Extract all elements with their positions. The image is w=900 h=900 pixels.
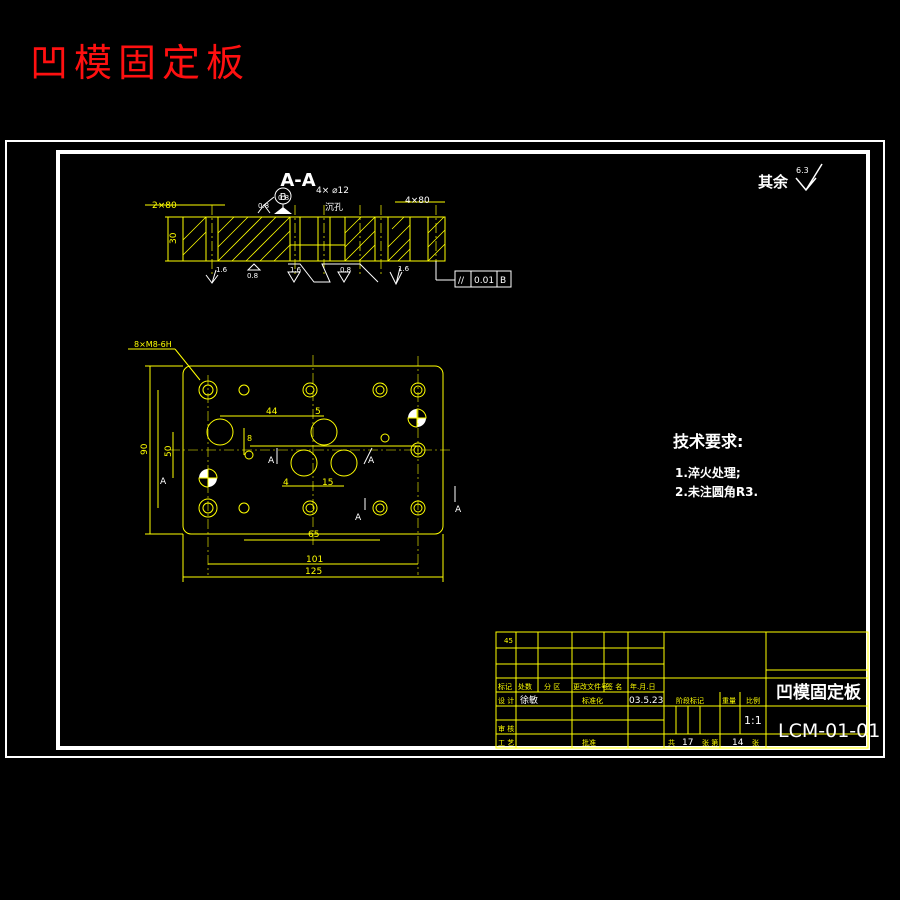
inner-border (56, 150, 870, 750)
section-mark-4: A (355, 513, 362, 523)
counterbore-label: 沉孔 (325, 202, 343, 213)
roughness-5: 1.6 (216, 266, 228, 274)
tech-requirements: 技术要求: 1.淬火处理; 2.未注圆角R3. (673, 432, 758, 499)
hatch (182, 216, 446, 262)
die-holes (206, 418, 358, 477)
other-roughness-icon (795, 163, 823, 192)
tb-process-label: 工 艺 (498, 739, 514, 747)
dim-4x80: 4×80 (405, 196, 430, 206)
tb-h1: 标记 (498, 682, 512, 691)
roughness-7: 0.8 (278, 194, 289, 202)
dim-125: 125 (305, 567, 322, 577)
tb-weight-label: 重量 (722, 697, 736, 705)
dim-90: 90 (140, 443, 150, 455)
other-roughness-value: 6.3 (796, 166, 809, 175)
tb-h5: 签 名 (606, 682, 622, 691)
tb-sheet-suffix: 张 (752, 738, 759, 747)
roughness-1: 0.8 (258, 202, 269, 210)
tb-standard-label: 标准化 (582, 696, 603, 705)
section-mark-2: A (268, 456, 275, 466)
roughness-4: 0.8 (340, 266, 351, 274)
tb-top-cell: 45 (504, 637, 513, 645)
dim-4x12: 4× ⌀12 (316, 186, 349, 196)
tech-title: 技术要求: (673, 432, 743, 451)
section-mark-3: A (368, 456, 375, 466)
tb-design-label: 设 计 (498, 696, 514, 705)
dim-4: 4 (283, 478, 289, 488)
title-block-text: 45 标记 处数 分 区 更改文件号 签 名 年.月.日 设 计 徐敏 标准化 … (498, 637, 762, 748)
dim-5: 5 (315, 407, 321, 417)
section-view: A-A 2×80 (145, 170, 512, 288)
section-label: A-A (280, 170, 315, 191)
roughness-6: 1.6 (398, 265, 410, 273)
tb-sheet-label: 张 第 (702, 738, 718, 747)
tech-item-2: 2.未注圆角R3. (675, 484, 758, 499)
dim-8: 8 (247, 434, 252, 443)
section-mark-1: A (160, 477, 167, 487)
roughness-2: 0.8 (247, 272, 258, 280)
dim-30: 30 (169, 232, 179, 244)
tolerance-datum: B (500, 276, 506, 286)
dim-44: 44 (266, 407, 278, 417)
section-mark-5: A (455, 505, 462, 515)
tb-h2: 处数 (518, 682, 532, 691)
plan-view: 8×M8-6H 44 5 8 15 4 65 101 125 90 50 A A… (128, 340, 462, 582)
tb-scale: 1:1 (744, 714, 762, 727)
tb-sheets-label: 共 (668, 738, 675, 747)
section-outline (182, 216, 446, 262)
dim-2x80: 2×80 (152, 201, 177, 211)
tb-sheet-no: 14 (732, 738, 744, 748)
datum-label: B (280, 192, 287, 203)
tb-drawing-number: LCM-01-01 (778, 720, 880, 742)
tb-h6: 年.月.日 (630, 682, 655, 691)
tolerance-frame (454, 270, 512, 288)
tech-item-1: 1.淬火处理; (675, 465, 741, 480)
tb-h3: 分 区 (544, 682, 560, 691)
tb-review-label: 审 核 (498, 724, 514, 733)
tb-part-name: 凹模固定板 (776, 682, 862, 703)
thread-callout: 8×M8-6H (134, 340, 172, 349)
roughness-3: 1.6 (290, 266, 302, 274)
page-title: 凹模固定板 (30, 41, 251, 85)
tb-sheets-total: 17 (682, 738, 693, 748)
dim-50: 50 (164, 445, 174, 457)
mounting-holes (198, 380, 426, 518)
tolerance-symbol: // (458, 276, 465, 286)
tb-designer: 徐敏 (520, 694, 538, 706)
dim-65: 65 (308, 530, 319, 540)
outer-border (5, 140, 885, 758)
tolerance-value: 0.01 (474, 276, 494, 286)
tb-h4: 更改文件号 (573, 682, 608, 691)
tb-ratio-label: 比例 (746, 696, 760, 705)
other-roughness-label: 其余 (758, 173, 789, 191)
tb-date: 03.5.23 (629, 696, 663, 706)
dim-101: 101 (306, 555, 323, 565)
title-block (495, 631, 869, 749)
dim-15: 15 (322, 478, 333, 488)
tb-stage-label: 阶段标记 (676, 696, 704, 705)
tb-approve-label: 批准 (582, 738, 596, 747)
